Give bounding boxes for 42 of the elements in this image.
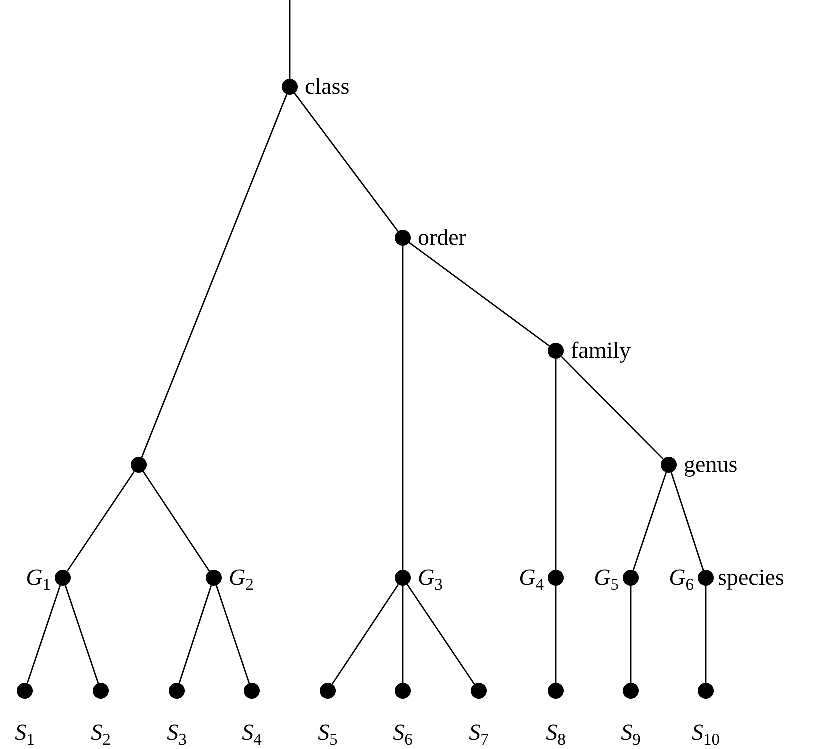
- node-label: S$_{6}$: [393, 721, 413, 744]
- tree-branch-line: [555, 586, 557, 683]
- node-label: S$_{10}$: [692, 721, 720, 744]
- node-label: S$_{3}$: [167, 721, 187, 744]
- tree-branch-line: [289, 0, 291, 79]
- level-label: species: [718, 566, 784, 589]
- tree-branch-line: [66, 471, 136, 572]
- tree-branch-line: [141, 94, 288, 458]
- node-label: G$_{2}$: [229, 566, 254, 589]
- node-label: family: [571, 339, 632, 362]
- tree-branch-line: [178, 585, 212, 684]
- tree-branch-line: [64, 585, 100, 684]
- node-label: G$_{4}$: [519, 566, 544, 589]
- tree-branch-line: [561, 356, 664, 460]
- tree-branch-line: [26, 585, 62, 684]
- tree-branch-line: [406, 584, 476, 685]
- tree-branch-line: [402, 586, 404, 683]
- node-label: S$_{5}$: [318, 721, 338, 744]
- node-label: S$_{2}$: [91, 721, 111, 744]
- node-label: genus: [684, 453, 738, 476]
- node-label: S$_{9}$: [621, 721, 641, 744]
- node-label: G$_{3}$: [418, 566, 443, 589]
- tree-branch-line: [216, 585, 250, 684]
- tree-branch-line: [142, 471, 210, 572]
- tree-branch-line: [632, 472, 668, 571]
- node-label: S$_{4}$: [242, 721, 262, 744]
- node-label: G$_{5}$: [594, 566, 619, 589]
- tree-branch-line: [409, 242, 550, 347]
- tree-branch-line: [705, 586, 707, 683]
- tree-branch-line: [630, 586, 632, 683]
- tree-branch-line: [294, 92, 399, 232]
- node-label: class: [305, 75, 350, 98]
- node-label: S$_{1}$: [15, 721, 35, 744]
- node-label: G$_{6}$: [669, 566, 694, 589]
- tree-branch-line: [670, 472, 704, 571]
- node-label: G$_{1}$: [26, 566, 51, 589]
- tree-branch-line: [332, 584, 400, 685]
- node-label: order: [418, 226, 467, 249]
- node-label: S$_{8}$: [546, 721, 566, 744]
- node-label: S$_{7}$: [469, 721, 489, 744]
- tree-branch-line: [402, 246, 404, 570]
- tree-branch-line: [555, 359, 557, 570]
